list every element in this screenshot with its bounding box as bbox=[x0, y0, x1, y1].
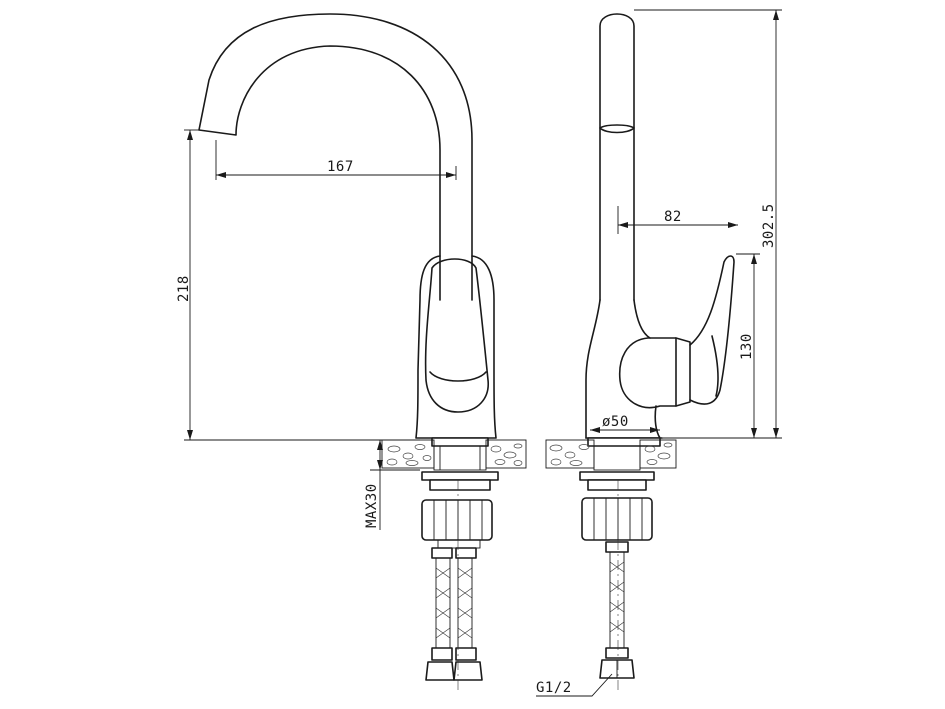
side-boss-collar bbox=[675, 337, 691, 407]
dim-lever-reach: 82 bbox=[664, 209, 682, 225]
dim-base-diameter: ø50 bbox=[602, 414, 629, 430]
side-washer bbox=[579, 471, 655, 481]
thread-leader bbox=[536, 673, 613, 697]
front-base-ring bbox=[431, 437, 489, 447]
side-spout-aerator bbox=[599, 124, 635, 134]
front-view bbox=[198, 13, 527, 690]
dim-lever-height: 130 bbox=[739, 333, 755, 360]
front-washer-2 bbox=[429, 479, 491, 491]
side-counter-stone-texture bbox=[549, 442, 673, 466]
dim-spout-reach: 167 bbox=[327, 159, 354, 175]
front-counter-left bbox=[381, 439, 435, 469]
side-lever-inner bbox=[711, 335, 719, 397]
dim-height-218: 218 bbox=[176, 275, 192, 302]
side-spout bbox=[599, 13, 635, 301]
side-washer-2 bbox=[587, 479, 647, 491]
front-shank bbox=[433, 445, 487, 471]
side-hose bbox=[599, 541, 635, 679]
front-spout bbox=[198, 13, 473, 301]
side-shank bbox=[593, 445, 641, 471]
side-base-ring bbox=[587, 437, 661, 447]
front-dimensions bbox=[184, 129, 457, 530]
dim-thread: G1/2 bbox=[536, 680, 572, 696]
side-body bbox=[585, 299, 651, 439]
front-lever bbox=[424, 258, 489, 413]
front-mount-nut bbox=[421, 499, 493, 541]
dim-max-counter: MAX30 bbox=[364, 483, 380, 528]
side-lever bbox=[689, 255, 735, 405]
side-boss bbox=[585, 337, 677, 439]
front-lever-inner bbox=[429, 371, 487, 382]
front-pipe-stub bbox=[437, 539, 481, 549]
front-hoses bbox=[425, 547, 483, 681]
dim-overall-height: 302.5 bbox=[761, 203, 777, 248]
front-counter-stone-texture bbox=[386, 443, 523, 466]
front-washer bbox=[421, 471, 499, 481]
side-view bbox=[545, 13, 735, 690]
side-mount-nut bbox=[581, 497, 653, 541]
side-dimensions bbox=[536, 9, 782, 697]
